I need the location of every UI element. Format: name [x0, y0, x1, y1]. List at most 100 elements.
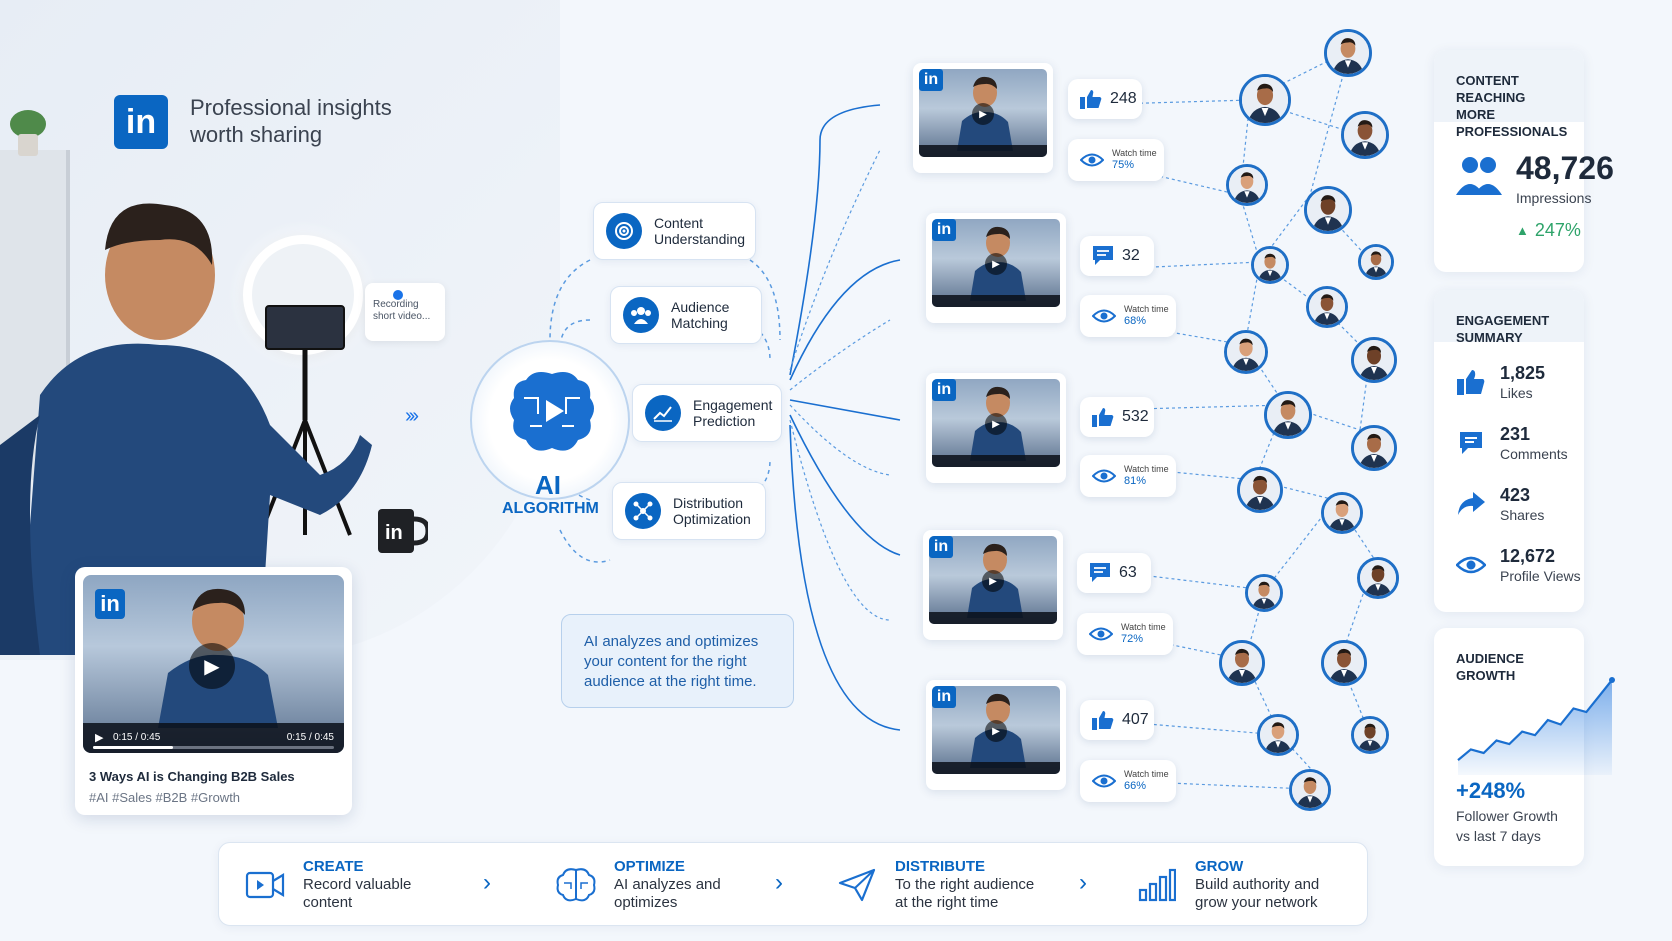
shares-value: 423: [1500, 485, 1531, 505]
featured-video-thumbnail[interactable]: in ▶ ▶ 0:15 / 0:45 0:15 / 0:45: [83, 575, 344, 753]
play-button[interactable]: ▶: [982, 570, 1004, 592]
play-button[interactable]: ▶: [189, 643, 235, 689]
play-button[interactable]: ▶: [985, 720, 1007, 742]
comments-label: Comments: [1500, 446, 1568, 462]
audience-growth-label: Follower Growth vs last 7 days: [1456, 806, 1558, 846]
step-label: Engagement: [693, 397, 773, 413]
workflow-sub: AI analyzes and: [614, 876, 721, 893]
play-button[interactable]: ▶: [985, 253, 1007, 275]
play-button[interactable]: ▶: [985, 413, 1007, 435]
post-thumbnail[interactable]: in▶: [919, 69, 1047, 157]
play-button[interactable]: ▶: [972, 103, 994, 125]
step-label: Distribution: [673, 495, 744, 511]
progress-track[interactable]: [93, 746, 334, 749]
growth-line: [1457, 679, 1613, 761]
post-thumbnail[interactable]: in ▶: [929, 536, 1057, 624]
audience-avatar: [1257, 714, 1299, 756]
post-metric-value: 407: [1122, 711, 1149, 728]
recording-note: Recording short video...: [365, 283, 445, 341]
audience-avatar: [1358, 244, 1394, 280]
audience-avatar: [1351, 716, 1389, 754]
watch-time-label: Watch time: [1124, 464, 1169, 474]
reach-title-line2: MORE PROFESSIONALS: [1456, 107, 1568, 139]
featured-video-title: 3 Ways AI is Changing B2B Sales: [89, 769, 295, 784]
workflow-sub: Build authority and: [1195, 876, 1320, 893]
audience-avatar: [1239, 74, 1291, 126]
workflow-sub: grow your network: [1195, 894, 1318, 911]
coffee-mug: in: [378, 505, 428, 555]
likes-label: Likes: [1500, 385, 1533, 401]
reach-title: CONTENT REACHING MORE PROFESSIONALS: [1434, 72, 1584, 140]
post-thumbnail[interactable]: in▶: [932, 219, 1060, 307]
audience-avatar: [1306, 286, 1348, 328]
watch-time-value: 75%: [1112, 159, 1135, 171]
audience-avatar: [1264, 391, 1312, 439]
linkedin-logo: in: [114, 95, 168, 149]
linkedin-badge-icon: in: [929, 536, 953, 558]
paper-plane-icon: [835, 868, 879, 902]
chevron-right-icon: ›: [483, 869, 491, 896]
eye-icon: [1092, 773, 1116, 789]
people-icon: [1456, 157, 1502, 195]
audience-avatar: [1237, 467, 1283, 513]
watch-time-value: 81%: [1124, 475, 1147, 487]
post-thumbnail[interactable]: in ▶: [932, 379, 1060, 467]
post-metric-value: 532: [1122, 408, 1149, 425]
post-card[interactable]: in▶: [926, 213, 1066, 323]
post-card[interactable]: in▶: [913, 63, 1053, 173]
network-icon: [625, 493, 661, 529]
reach-title-line1: CONTENT REACHING: [1456, 73, 1526, 105]
line-chart-icon: [645, 395, 681, 431]
recording-note-line1: Recording: [373, 299, 419, 310]
step-label: Matching: [671, 315, 728, 331]
post-thumbnail[interactable]: in▶: [932, 686, 1060, 774]
watch-time-value: 66%: [1124, 780, 1147, 792]
recording-note-line2: short video...: [373, 311, 431, 322]
post-card[interactable]: in▶: [926, 680, 1066, 790]
eye-icon: [1092, 468, 1116, 484]
presenter-thumbnail: [158, 588, 278, 728]
play-icon[interactable]: ▶: [95, 732, 104, 744]
arrow-to-algorithm-icon: ›››: [405, 405, 419, 427]
video-controls: [919, 145, 1047, 157]
workflow-title: OPTIMIZE: [614, 858, 685, 875]
audience-avatar: [1304, 186, 1352, 234]
thumbs-up-icon: [1456, 369, 1486, 395]
explanation-line1: AI analyzes and optimizes: [584, 633, 759, 650]
featured-video-hashtags: #AI #Sales #B2B #Growth: [89, 790, 241, 805]
featured-video-card[interactable]: in ▶ ▶ 0:15 / 0:45 0:15 / 0:45 3 Ways AI…: [75, 567, 352, 815]
eye-icon: [1080, 152, 1104, 168]
algorithm-explanation: AI analyzes and optimizes your content f…: [561, 614, 794, 708]
profile-views-label: Profile Views: [1500, 568, 1581, 584]
workflow-sub: To the right audience: [895, 876, 1035, 893]
post-card[interactable]: in ▶: [923, 530, 1063, 640]
post-card[interactable]: in ▶: [926, 373, 1066, 483]
linkedin-badge-icon: in: [932, 379, 956, 401]
post-metric: 248: [1068, 79, 1142, 119]
audience-label-line1: Follower Growth: [1456, 808, 1558, 824]
workflow-title: CREATE: [303, 858, 364, 875]
comment-icon: [1456, 430, 1486, 456]
growth-trend-chart: [1457, 677, 1615, 775]
watch-time-label: Watch time: [1112, 148, 1157, 158]
post-metric: 532: [1080, 397, 1154, 437]
time-right: 0:15 / 0:45: [286, 732, 334, 743]
time-left: 0:15 / 0:45: [113, 732, 161, 743]
audience-avatar: [1219, 640, 1265, 686]
presenter-thumbnail: [967, 543, 1023, 618]
presenter-thumbnail: [970, 226, 1026, 301]
